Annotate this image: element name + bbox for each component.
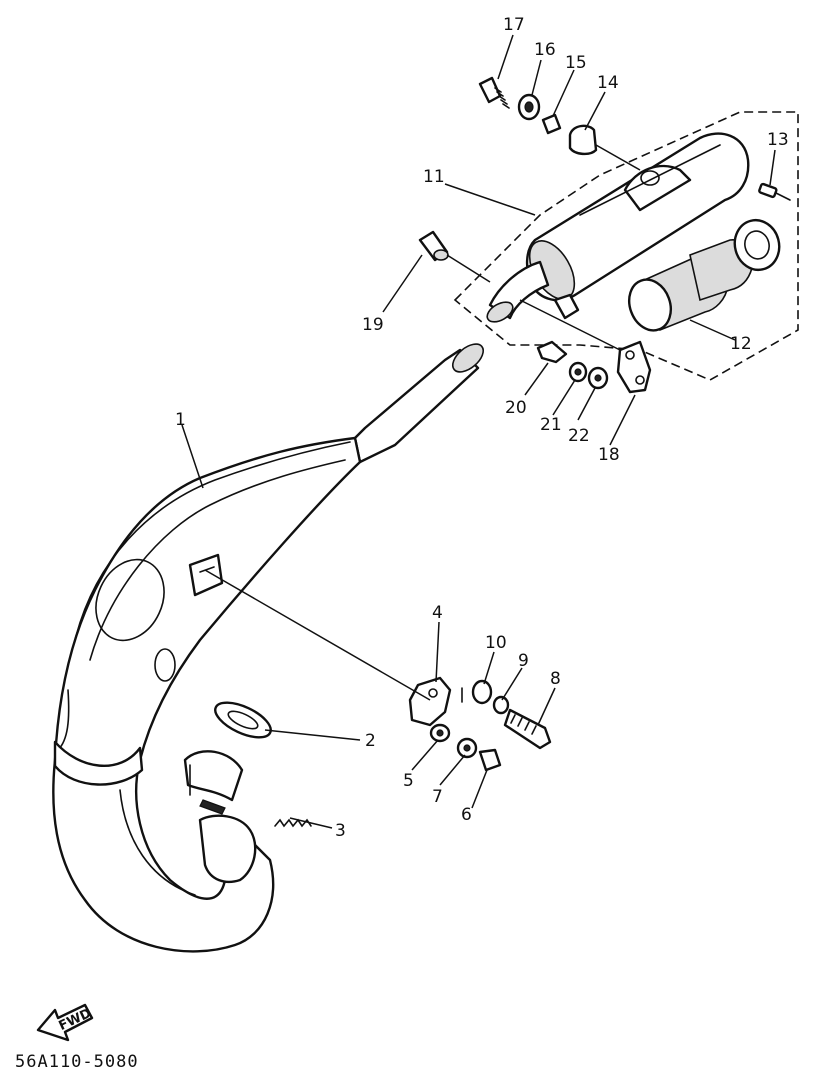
- chamber-mount-hardware: [204, 569, 552, 772]
- callout-22: 22: [568, 426, 590, 446]
- callout-labels: 1 2 3 4 5 6 7 8 9 10 11 12 13 14 15 16 1…: [175, 15, 789, 841]
- callout-15: 15: [565, 53, 587, 73]
- gasket: [214, 701, 272, 739]
- silencer: [486, 132, 750, 323]
- callout-6: 6: [461, 805, 472, 825]
- callout-14: 14: [597, 73, 619, 93]
- spring: [274, 818, 312, 828]
- callout-12: 12: [730, 334, 752, 354]
- forward-direction-arrow: FWD: [36, 1003, 94, 1042]
- callout-16: 16: [534, 40, 556, 60]
- callout-9: 9: [518, 651, 529, 671]
- callout-leaders: [181, 34, 776, 829]
- callout-3: 3: [335, 821, 346, 841]
- rivet: [758, 182, 791, 201]
- callout-20: 20: [505, 398, 527, 418]
- exhaust-joint: [183, 750, 257, 884]
- expansion-chamber: [52, 343, 485, 953]
- callout-10: 10: [485, 633, 507, 653]
- callout-7: 7: [432, 787, 443, 807]
- callout-4: 4: [432, 603, 443, 623]
- end-cap: [733, 218, 781, 272]
- callout-17: 17: [503, 15, 525, 35]
- callout-5: 5: [403, 771, 414, 791]
- callout-21: 21: [540, 415, 562, 435]
- callout-2: 2: [365, 731, 376, 751]
- callout-19: 19: [362, 315, 384, 335]
- part-code: 56A110-5080: [15, 1052, 139, 1072]
- collar: [418, 230, 491, 283]
- callout-18: 18: [598, 445, 620, 465]
- callout-13: 13: [767, 130, 789, 150]
- callout-8: 8: [550, 669, 561, 689]
- grommet-stack: [478, 76, 641, 171]
- callout-1: 1: [175, 410, 186, 430]
- silencer-mount-hardware: [519, 299, 652, 394]
- silencer-packing: [628, 239, 754, 332]
- callout-11: 11: [423, 167, 445, 187]
